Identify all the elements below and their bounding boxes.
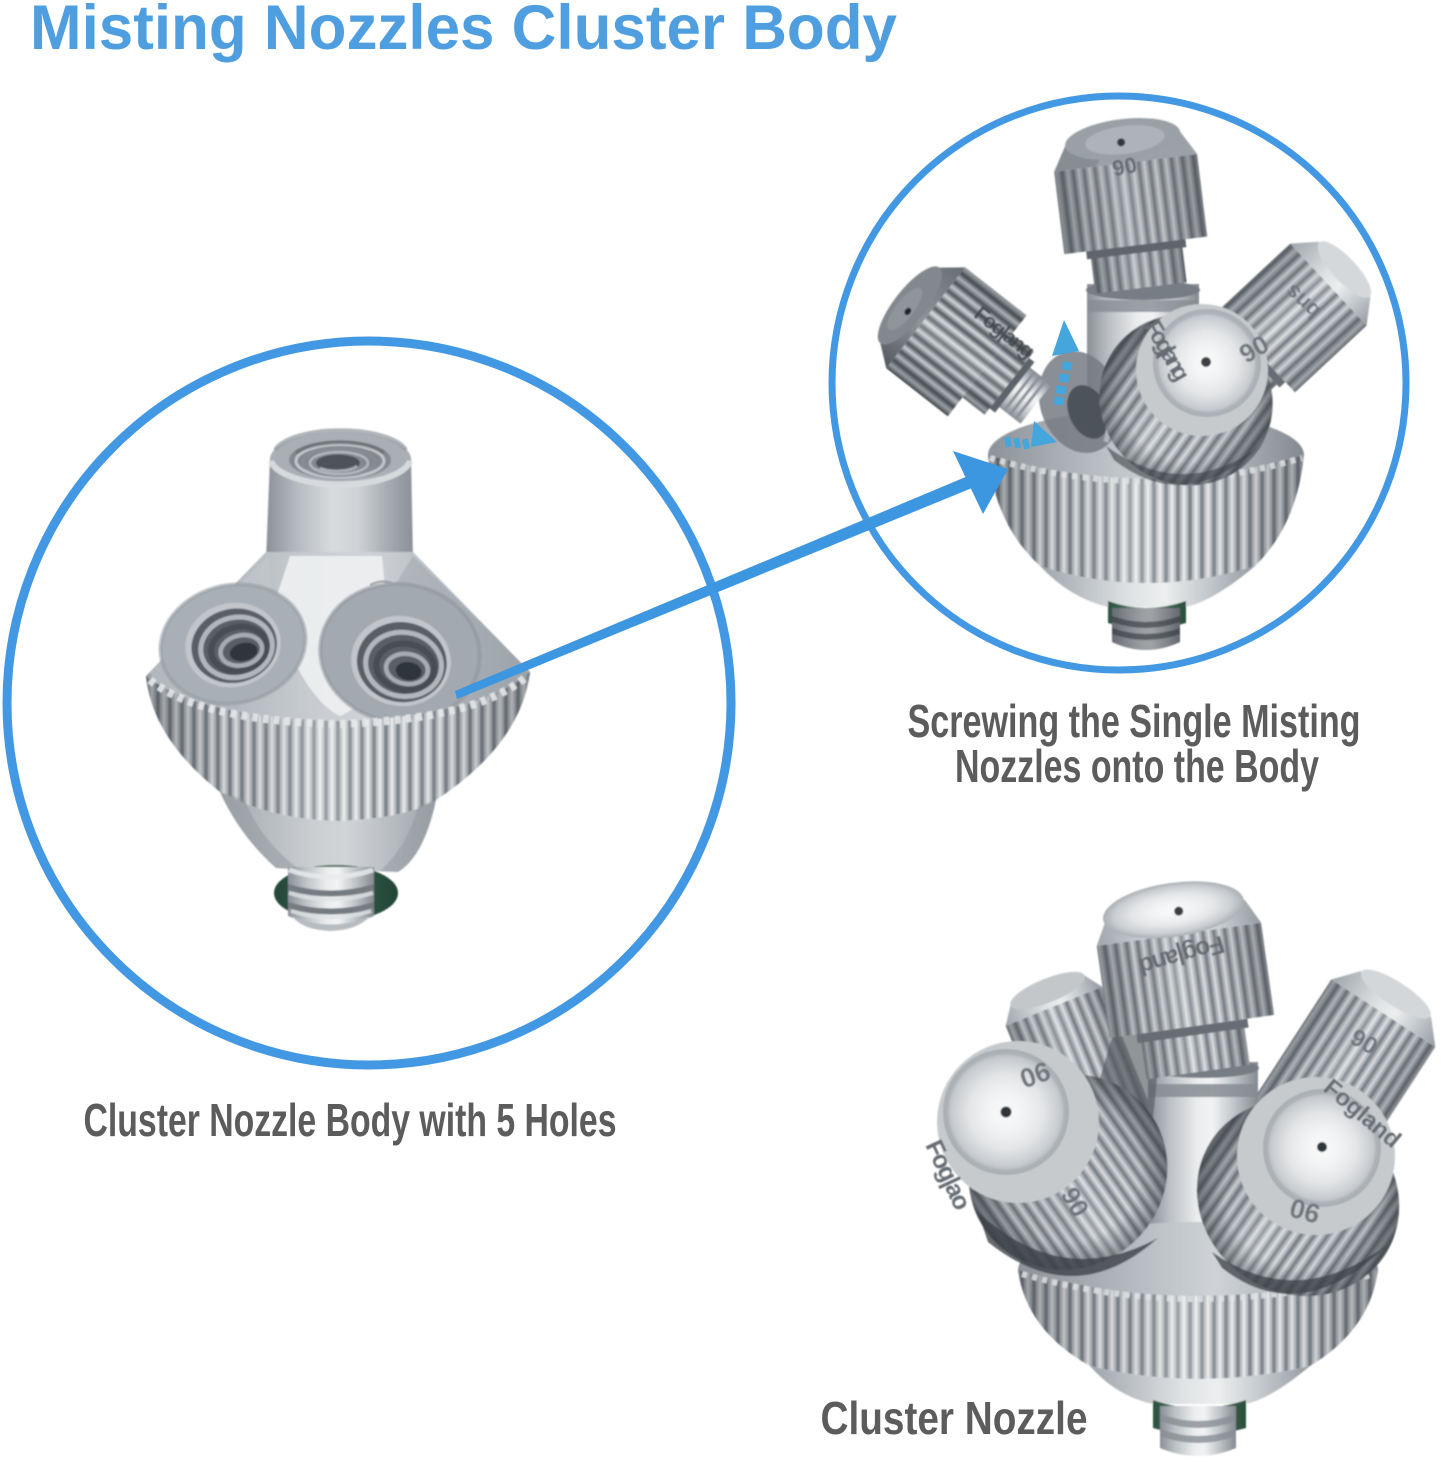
svg-text:Misting Nozzles Cluster Body: Misting Nozzles Cluster Body xyxy=(30,0,897,63)
svg-text:06: 06 xyxy=(1110,152,1139,181)
svg-text:Screwing the Single Misting: Screwing the Single Misting xyxy=(908,695,1361,747)
svg-text:Cluster Nozzle Body with 5 Hol: Cluster Nozzle Body with 5 Holes xyxy=(84,1094,617,1146)
svg-text:Nozzles onto the Body: Nozzles onto the Body xyxy=(955,740,1319,792)
svg-text:Cluster Nozzle: Cluster Nozzle xyxy=(821,1392,1088,1444)
